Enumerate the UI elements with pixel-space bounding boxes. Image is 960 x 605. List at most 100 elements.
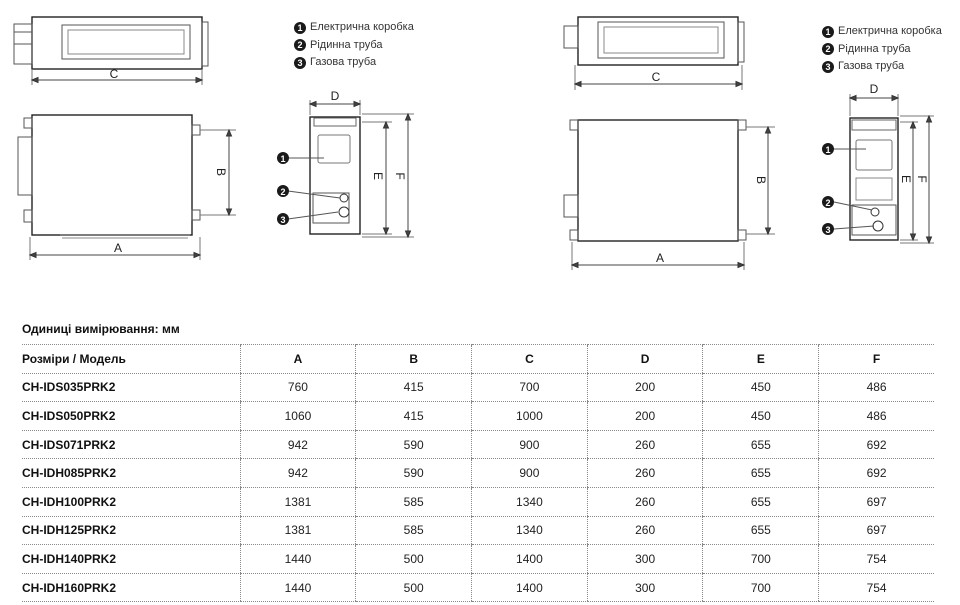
value-cell: 1340 [471, 487, 588, 517]
value-cell: 260 [586, 516, 703, 546]
value-cell: 585 [355, 516, 472, 546]
value-cell: 500 [355, 573, 472, 603]
legend-label: Електрична коробка [838, 25, 942, 37]
value-cell: 692 [818, 430, 934, 460]
column-header: C [471, 344, 588, 374]
callout-2: 2 [280, 187, 285, 197]
dim-label-a-right: A [656, 251, 664, 265]
value-cell: 1381 [239, 487, 356, 517]
value-cell: 1381 [239, 516, 356, 546]
dim-label-e: E [371, 172, 385, 180]
value-cell: 415 [355, 401, 472, 431]
callout-3-right: 3 [825, 225, 830, 235]
table-row: CH-IDS035PRK2 760 415 700 200 450 486 [22, 373, 934, 403]
legend-item: 2 Рідинна труба [294, 37, 414, 55]
value-cell: 900 [471, 430, 588, 460]
model-cell: CH-IDH140PRK2 [22, 544, 241, 574]
legend-label: Електрична коробка [310, 21, 414, 33]
number-icon: 2 [822, 43, 834, 56]
value-cell: 1440 [239, 544, 356, 574]
value-cell: 200 [586, 401, 703, 431]
dim-label-a: A [114, 241, 122, 255]
number-icon: 1 [294, 21, 306, 34]
value-cell: 590 [355, 458, 472, 488]
value-cell: 450 [702, 401, 819, 431]
legend-label: Рідинна труба [838, 42, 911, 55]
column-header: A [239, 344, 356, 374]
value-cell: 1440 [239, 573, 356, 603]
callout-2-right: 2 [825, 198, 830, 208]
value-cell: 655 [702, 487, 819, 517]
value-cell: 900 [471, 458, 588, 488]
value-cell: 486 [818, 373, 934, 403]
table-row: CH-IDH140PRK2 1440 500 1400 300 700 754 [22, 544, 934, 574]
technical-drawings: C A B [13, 16, 942, 270]
value-cell: 697 [818, 516, 934, 546]
value-cell: 700 [702, 573, 819, 603]
value-cell: 754 [818, 573, 934, 603]
model-cell: CH-IDS071PRK2 [22, 430, 241, 460]
dim-label-b: B [214, 168, 228, 176]
dim-label-c-right: C [652, 70, 661, 84]
callout-1-right: 1 [825, 145, 830, 155]
legend-item: 2 Рідинна труба [822, 41, 942, 59]
number-icon: 1 [822, 25, 834, 38]
legend-label: Газова труба [310, 56, 377, 68]
model-cell: CH-IDH085PRK2 [22, 458, 241, 488]
value-cell: 450 [702, 373, 819, 403]
value-cell: 300 [586, 573, 703, 603]
left-side-view [277, 100, 414, 239]
value-cell: 590 [355, 430, 472, 460]
column-header: D [586, 344, 703, 374]
value-cell: 655 [702, 516, 819, 546]
left-top-view [17, 114, 236, 260]
table-row: CH-IDH160PRK2 1440 500 1400 300 700 754 [22, 573, 934, 603]
model-cell: CH-IDS035PRK2 [22, 373, 241, 403]
value-cell: 500 [355, 544, 472, 574]
dim-label-b-right: B [754, 176, 768, 184]
column-header: F [818, 344, 934, 374]
right-side-view [822, 94, 934, 245]
table-row: CH-IDS071PRK2 942 590 900 260 655 692 [22, 430, 934, 460]
table-row: CH-IDH100PRK2 1381 585 1340 260 655 697 [22, 487, 934, 517]
left-front-view [13, 16, 209, 85]
legend-label: Рідинна труба [310, 38, 383, 51]
number-icon: 2 [294, 39, 306, 52]
column-header: B [355, 344, 472, 374]
dim-label-e-right: E [899, 175, 913, 183]
value-cell: 200 [586, 373, 703, 403]
value-cell: 1000 [471, 401, 588, 431]
value-cell: 300 [586, 544, 703, 574]
units-title: Одиниці вимірювання: мм [22, 322, 180, 336]
value-cell: 655 [702, 458, 819, 488]
value-cell: 1400 [471, 544, 588, 574]
value-cell: 415 [355, 373, 472, 403]
dimension-drawing: C A B [13, 16, 934, 270]
dim-label-c: C [110, 67, 119, 81]
legend-item: 1 Електрична коробка [294, 19, 414, 37]
table-row: CH-IDS050PRK2 1060 415 1000 200 450 486 [22, 401, 934, 431]
callout-1: 1 [280, 154, 285, 164]
value-cell: 754 [818, 544, 934, 574]
value-cell: 700 [471, 373, 588, 403]
right-top-view [563, 119, 775, 270]
value-cell: 655 [702, 430, 819, 460]
dimensions-table: Розміри / Модель A B C D E F CH-IDS035PR… [22, 344, 934, 603]
value-cell: 486 [818, 401, 934, 431]
model-cell: CH-IDS050PRK2 [22, 401, 241, 431]
table-row: CH-IDH085PRK2 942 590 900 260 655 692 [22, 458, 934, 488]
value-cell: 1340 [471, 516, 588, 546]
value-cell: 942 [239, 458, 356, 488]
value-cell: 1400 [471, 573, 588, 603]
dim-label-f-right: F [915, 175, 929, 182]
model-cell: CH-IDH100PRK2 [22, 487, 241, 517]
value-cell: 1060 [239, 401, 356, 431]
value-cell: 697 [818, 487, 934, 517]
legend-label: Газова труба [838, 60, 905, 72]
value-cell: 260 [586, 458, 703, 488]
column-header: E [702, 344, 819, 374]
model-cell: CH-IDH160PRK2 [22, 573, 241, 603]
